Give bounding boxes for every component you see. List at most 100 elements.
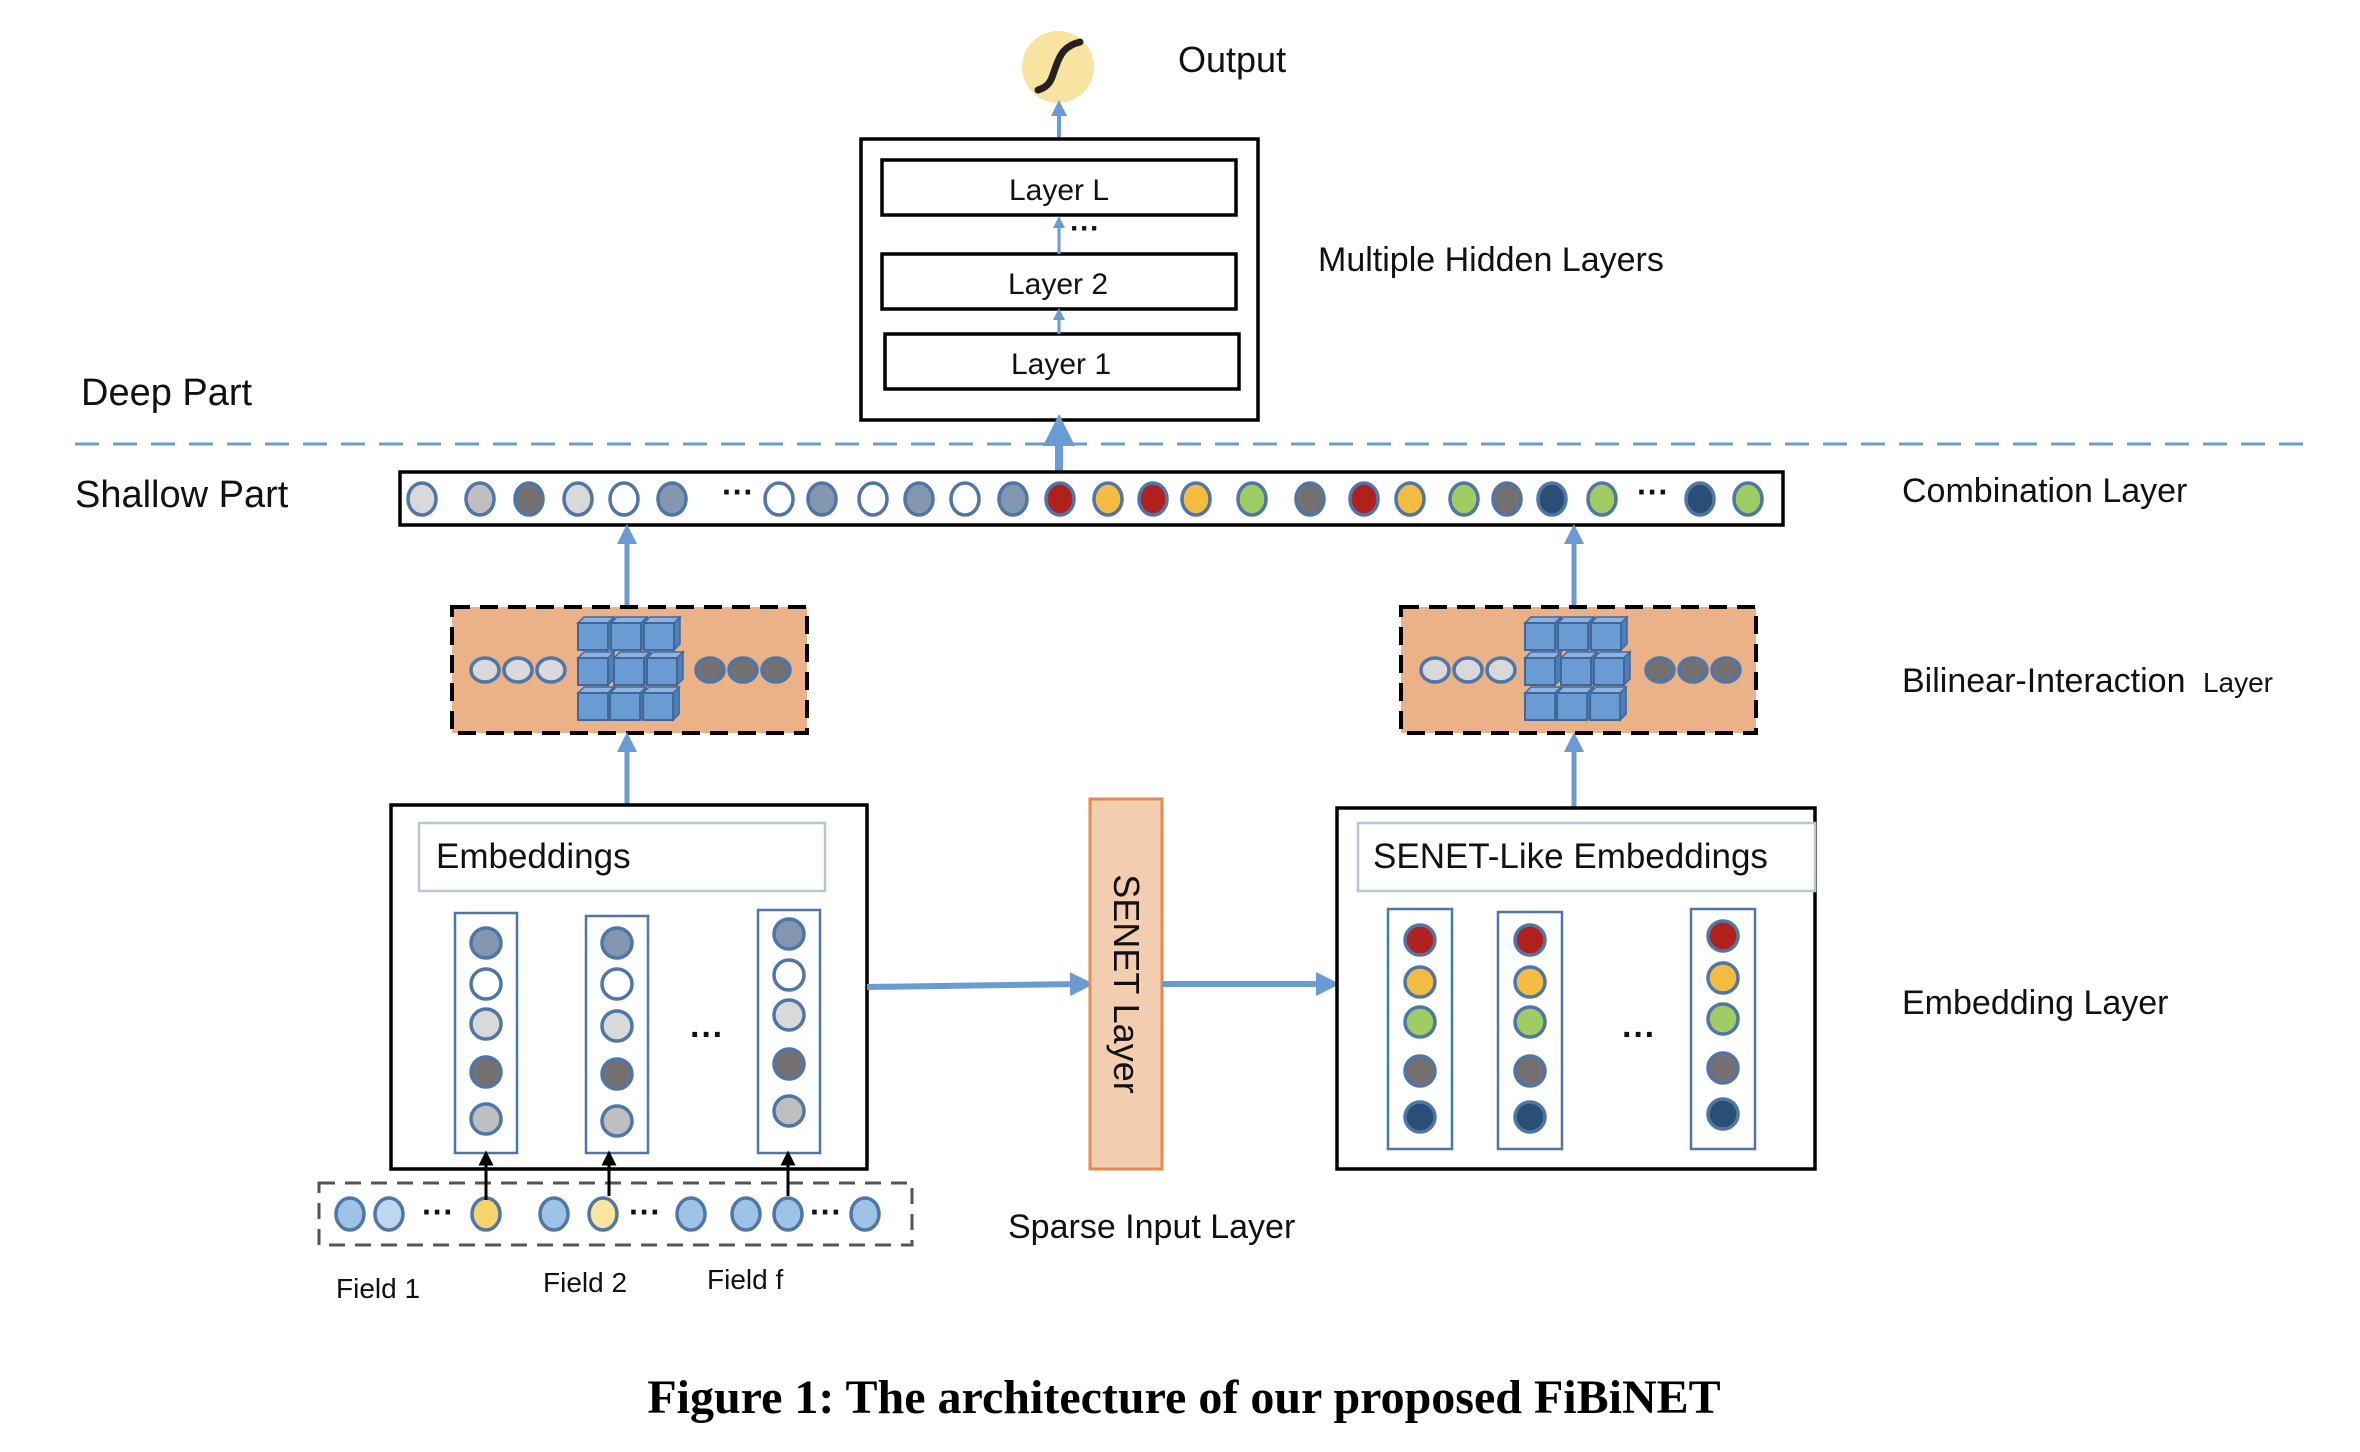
senet-embedding-column xyxy=(1386,907,1454,1151)
bilinear-interaction-layer-label: Bilinear-Interaction Layer xyxy=(1902,662,2273,700)
combination-node xyxy=(857,481,889,517)
embedding-node xyxy=(1706,961,1740,995)
hidden-layer-2: Layer 2 xyxy=(880,252,1238,311)
combination-node xyxy=(562,481,594,517)
embedding-node xyxy=(1513,1100,1547,1134)
sparse-input-node xyxy=(334,1196,366,1232)
sparse-ellipsis: ··· xyxy=(422,1194,454,1230)
combination-node xyxy=(1180,481,1212,517)
bilinear-input-node xyxy=(1485,656,1517,684)
senet-layer-label: SENET Layer xyxy=(1106,874,1147,1093)
output-label: Output xyxy=(1178,39,1286,80)
embedding-node xyxy=(600,1057,634,1091)
senet-layer-box xyxy=(1088,797,1164,1171)
cube-icon xyxy=(576,650,616,687)
sparse-input-box xyxy=(317,1181,914,1247)
combination-node xyxy=(1536,481,1568,517)
combination-node xyxy=(656,481,688,517)
senet-embedding-columns xyxy=(1386,907,1757,1151)
embedding-node xyxy=(772,917,806,951)
sparse-input-node xyxy=(538,1196,570,1232)
bilinear-output-node xyxy=(694,656,726,684)
hidden-layer-1: Layer 1 xyxy=(883,332,1241,391)
embedding-node xyxy=(1706,919,1740,953)
output-node xyxy=(1022,31,1094,103)
sparse-ellipsis: ··· xyxy=(810,1194,842,1230)
bilinear-box-right xyxy=(1399,605,1758,735)
senet-embeddings-title-box xyxy=(1356,821,1817,893)
combination-node xyxy=(1137,481,1169,517)
combination-node xyxy=(1092,481,1124,517)
embedding-column xyxy=(756,908,822,1155)
bilinear-nodes xyxy=(1419,656,1742,684)
sparse-input-layer-label: Sparse Input Layer xyxy=(1008,1208,1295,1246)
hidden-layer-label: Layer L xyxy=(1009,174,1109,207)
embedding-node xyxy=(1513,1005,1547,1039)
embedding-node xyxy=(1706,1051,1740,1085)
embedding-node xyxy=(1706,1002,1740,1036)
bilinear-output-node xyxy=(727,656,759,684)
embedding-columns-ellipsis: ··· xyxy=(690,1016,724,1054)
combination-node xyxy=(949,481,981,517)
embedding-node xyxy=(600,967,634,1001)
combination-node xyxy=(1348,481,1380,517)
combination-node xyxy=(1586,481,1618,517)
field-label: Field 2 xyxy=(543,1267,627,1298)
bilinear-nodes xyxy=(469,656,792,684)
shallow-part-label: Shallow Part xyxy=(75,474,289,516)
sparse-input-node xyxy=(730,1196,762,1232)
cube-icon xyxy=(609,615,649,652)
embedding-columns xyxy=(453,908,822,1155)
cube-icon xyxy=(1592,650,1632,687)
cube-icon xyxy=(1523,650,1563,687)
bilinear-output-node xyxy=(1710,656,1742,684)
combination-node xyxy=(464,481,496,517)
hidden-layer-l: Layer L xyxy=(880,158,1238,217)
embedding-node xyxy=(1403,1005,1437,1039)
embedding-node xyxy=(469,967,503,1001)
field-lookup-arrows xyxy=(478,1150,796,1200)
embedding-node xyxy=(469,1055,503,1089)
combination-node xyxy=(1448,481,1480,517)
combination-node xyxy=(608,481,640,517)
bilinear-input-node xyxy=(535,656,567,684)
embedding-node xyxy=(772,958,806,992)
senet-columns-ellipsis: ··· xyxy=(1622,1016,1656,1054)
bilinear-input-node xyxy=(502,656,534,684)
embedding-node xyxy=(600,1104,634,1138)
embedding-node xyxy=(772,1094,806,1128)
cube-icon xyxy=(1523,615,1563,652)
sparse-input-node xyxy=(849,1196,881,1232)
combination-node xyxy=(1684,481,1716,517)
combination-node xyxy=(1394,481,1426,517)
embedding-node xyxy=(1403,923,1437,957)
cube-icon xyxy=(642,615,682,652)
sparse-input-node xyxy=(373,1196,405,1232)
embeddings-title: Embeddings xyxy=(436,837,631,876)
cube-icon xyxy=(576,685,616,722)
combination-node xyxy=(1491,481,1523,517)
figure-caption: Figure 1: The architecture of our propos… xyxy=(647,1371,1720,1424)
sparse-input-nodes: ··· ··· ··· xyxy=(334,1194,881,1232)
hidden-layers-ellipsis: ··· xyxy=(1070,212,1100,245)
embedding-node xyxy=(1403,1054,1437,1088)
cube-icon xyxy=(1588,685,1628,722)
sparse-input-node xyxy=(772,1196,804,1232)
multiple-hidden-layers-label: Multiple Hidden Layers xyxy=(1318,241,1664,279)
combination-layer-label: Combination Layer xyxy=(1902,472,2187,510)
combination-ellipsis: ··· xyxy=(722,474,754,510)
embedding-node xyxy=(469,1007,503,1041)
combination-node xyxy=(1294,481,1326,517)
embedding-node xyxy=(1513,1054,1547,1088)
cube-icon xyxy=(608,685,648,722)
bilinear-label-main: Bilinear-Interaction xyxy=(1902,662,2185,700)
sparse-ellipsis: ··· xyxy=(629,1194,661,1230)
hidden-layer-label: Layer 1 xyxy=(1011,348,1111,381)
cube-icon xyxy=(1559,650,1599,687)
bilinear-output-node xyxy=(1644,656,1676,684)
sparse-input-node xyxy=(675,1196,707,1232)
combination-node xyxy=(1044,481,1076,517)
combination-node xyxy=(806,481,838,517)
bilinear-label-suffix: Layer xyxy=(2203,667,2273,698)
combination-node xyxy=(1732,481,1764,517)
